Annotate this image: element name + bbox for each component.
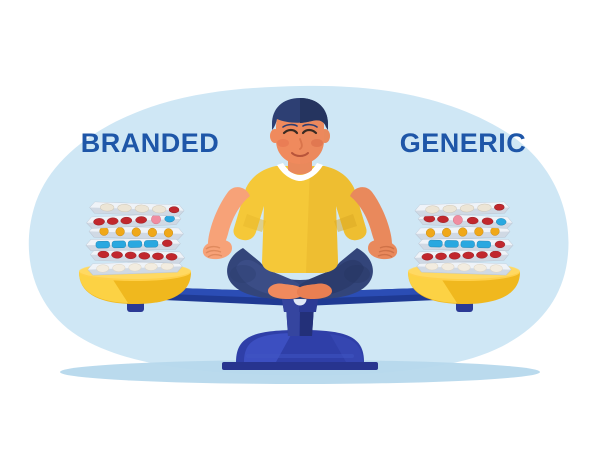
right-hand-mudra — [368, 240, 398, 260]
arms — [202, 187, 398, 260]
head — [270, 98, 330, 164]
left-pill-stack — [85, 201, 186, 276]
legs — [227, 248, 373, 300]
left-eye-closed — [282, 128, 299, 135]
smile — [291, 152, 309, 157]
scale-base — [222, 330, 378, 370]
meditating-man — [202, 98, 398, 300]
scale-column — [286, 306, 314, 336]
torso-shirt — [233, 163, 367, 273]
label-branded: BRANDED — [81, 128, 220, 158]
left-hand-mudra — [202, 240, 232, 260]
label-generic: GENERIC — [400, 128, 527, 158]
ground-shadow — [60, 360, 540, 384]
right-pill-stack — [413, 201, 514, 276]
right-eye-closed — [301, 128, 318, 135]
